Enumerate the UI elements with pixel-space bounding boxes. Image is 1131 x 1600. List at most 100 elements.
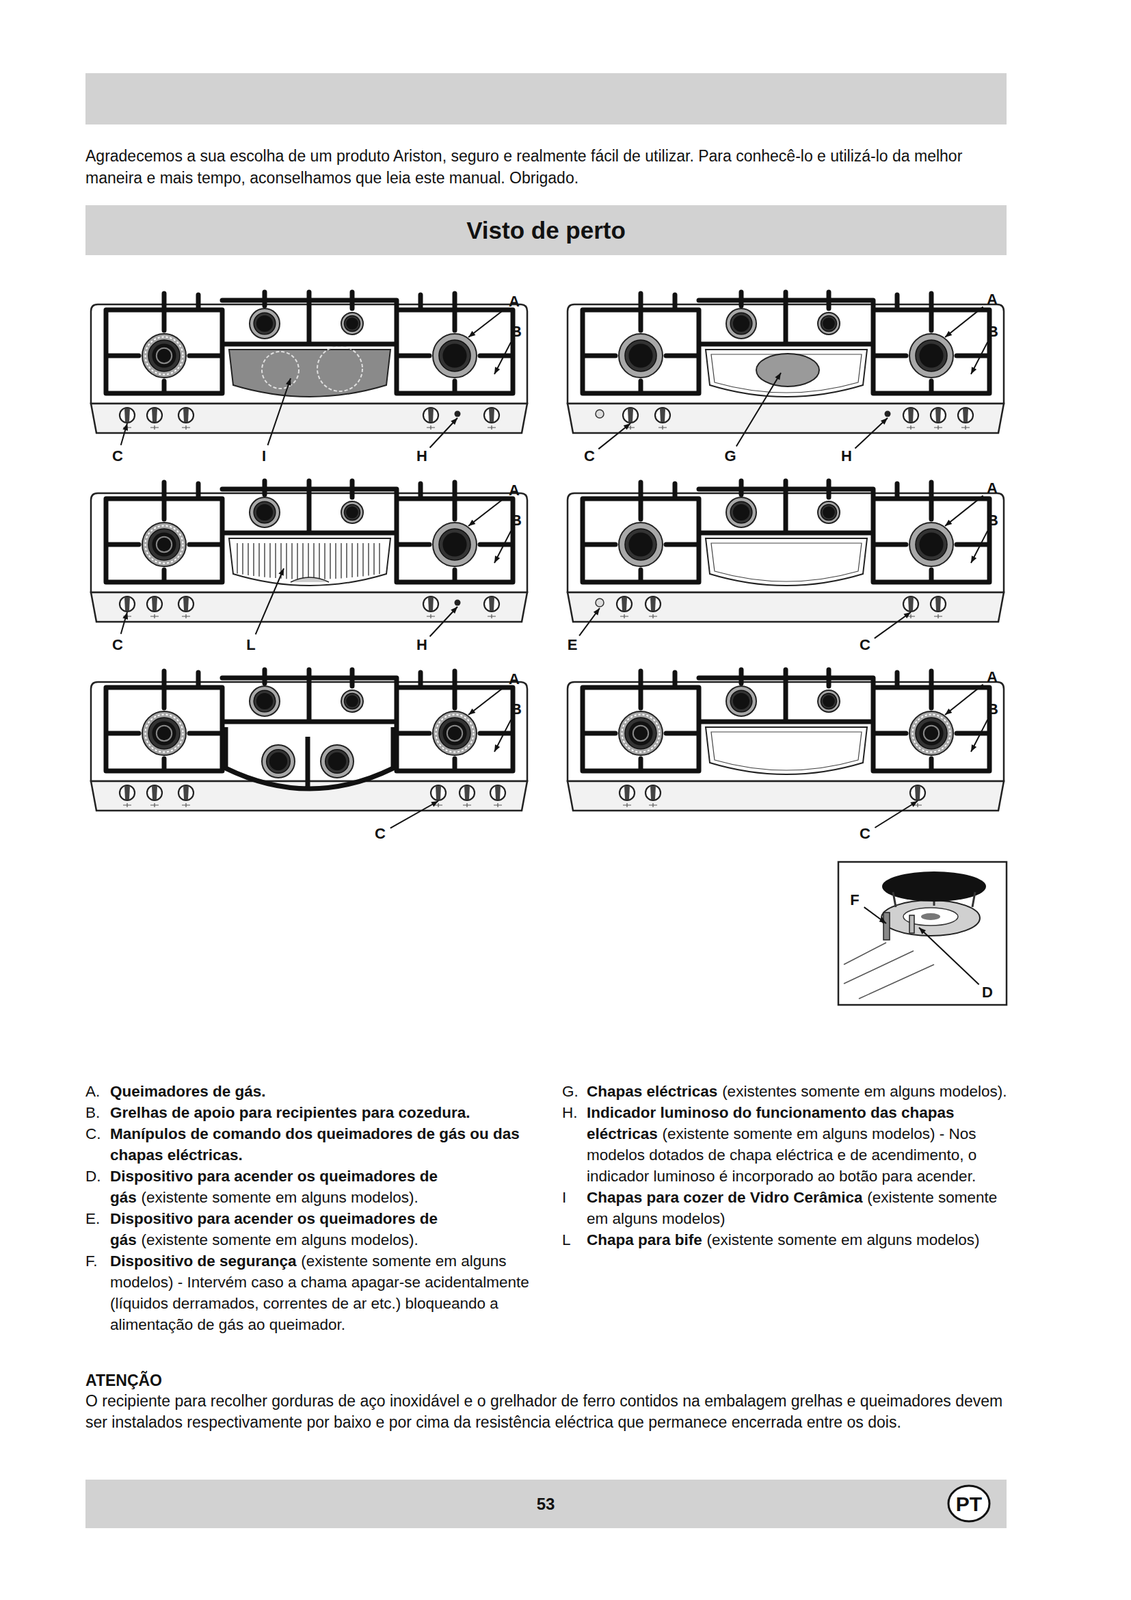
igniter: [909, 914, 915, 933]
item-name: Chapas para cozer de Vidro Cerâmica: [586, 1188, 863, 1206]
item-body: Grelhas de apoio para recipientes para c…: [110, 1101, 537, 1123]
burner-crown: [266, 749, 291, 774]
burner-inner-ring: [447, 725, 463, 741]
knob-grip: [124, 785, 130, 800]
control-knob: [957, 407, 974, 423]
header-bar: [85, 73, 1007, 125]
item-letter: A.: [85, 1080, 111, 1102]
control-strip: [567, 592, 1004, 622]
grill-bar: [302, 542, 304, 580]
burner-ring: [912, 713, 950, 752]
item-body: Dispositivo para acender os queimadores …: [110, 1165, 537, 1208]
grill-bar: [335, 542, 337, 579]
burner-cap: [442, 531, 467, 556]
warning-heading: ATENÇÃO: [85, 1369, 1007, 1391]
control-knob: [903, 407, 919, 423]
grill-bar: [236, 542, 238, 574]
control-knob: [622, 407, 638, 423]
item-body: Indicador luminoso do funcionamento das …: [586, 1101, 1014, 1187]
gas-hob: [567, 291, 1004, 433]
burner-crown: [730, 689, 753, 712]
burner-ring: [435, 713, 474, 752]
pan-support: [105, 669, 513, 771]
item-note: (existente somente em alguns modelos).: [136, 1188, 419, 1206]
callout-letter: H: [836, 445, 857, 467]
grill-bar: [269, 542, 271, 578]
burner-cap: [269, 752, 288, 770]
knob-symbol: [487, 614, 496, 619]
callout-letter: C: [107, 445, 128, 467]
burner-cap: [822, 317, 835, 330]
burner-base: [341, 689, 364, 712]
burner-base: [341, 312, 364, 335]
grill-bar: [324, 542, 326, 580]
burner-cap: [442, 720, 467, 745]
grill-bar: [346, 542, 348, 578]
callout-letter: B: [506, 698, 527, 720]
grill-bar: [274, 542, 277, 578]
item-body: Chapas eléctricas(existentes somente em …: [586, 1080, 1014, 1102]
gas-hob: [567, 480, 1004, 622]
burner-cap: [628, 720, 653, 745]
burner-base: [618, 333, 663, 378]
burner-base: [817, 312, 840, 335]
burner-cap: [151, 531, 176, 556]
leader-arrowhead: [450, 606, 458, 614]
legend-item: A.Queimadores de gás.: [85, 1080, 537, 1102]
burner-cap: [822, 694, 835, 708]
callout-letter: C: [854, 823, 876, 844]
knob-symbol: [934, 425, 943, 430]
control-knob: [930, 407, 946, 423]
burner-cap: [919, 531, 943, 556]
legend-item: B.Grelhas de apoio para recipientes para…: [85, 1101, 537, 1123]
control-knob: [616, 596, 632, 612]
leader-arrowhead: [593, 607, 600, 615]
leader-line: [970, 341, 988, 375]
burner-ring: [144, 713, 183, 752]
callout-letter: C: [579, 445, 600, 467]
callout-letter: C: [369, 823, 391, 844]
knob-symbol: [150, 425, 159, 430]
knob-grip: [435, 785, 442, 800]
leader-arrowhead: [970, 366, 977, 375]
burner-cap: [256, 692, 273, 710]
cover-zone: [705, 538, 868, 586]
grill-bar: [373, 542, 375, 575]
burner-cap: [442, 343, 467, 368]
legend-item: F.Dispositivo de segurança(existente som…: [85, 1249, 537, 1335]
burner-crown: [438, 717, 471, 749]
item-note: (existente somente em alguns modelos): [702, 1230, 980, 1248]
knob-grip: [659, 408, 666, 422]
item-letter: H.: [562, 1101, 587, 1187]
knob-symbol: [181, 425, 191, 430]
indicator-light: [454, 599, 461, 606]
leader-line: [945, 495, 984, 526]
item-letter: C.: [85, 1122, 111, 1166]
burner-cap: [346, 317, 359, 330]
knob-grip: [124, 596, 130, 611]
grill-bar: [307, 542, 310, 580]
leader-arrowhead: [494, 366, 500, 375]
gas-hob: [567, 669, 1004, 811]
callout-letter: L: [240, 634, 262, 656]
knob-symbol: [906, 425, 915, 430]
indicator-light: [454, 410, 461, 418]
control-knob: [423, 407, 439, 423]
burner-crown: [343, 692, 360, 709]
item-body: Chapas para cozer de Vidro Cerâmica(exis…: [586, 1186, 1014, 1229]
burner-base: [261, 744, 295, 778]
grill-bar: [247, 542, 249, 576]
callout-letter: H: [411, 634, 433, 656]
legend-item: H.Indicador luminoso do funcionamento da…: [562, 1101, 1014, 1187]
item-letter: E.: [85, 1207, 111, 1250]
control-knob: [459, 784, 475, 801]
leader-arrowhead: [285, 378, 292, 386]
leader-arrowhead: [494, 555, 500, 563]
knob-symbol: [123, 802, 132, 807]
control-knob: [423, 596, 439, 612]
control-knob: [147, 407, 163, 423]
callout-letter: A: [981, 477, 1003, 499]
language-code: PT: [934, 1479, 1004, 1528]
callout-letter: E: [562, 634, 583, 656]
hob-surface: [843, 942, 935, 999]
